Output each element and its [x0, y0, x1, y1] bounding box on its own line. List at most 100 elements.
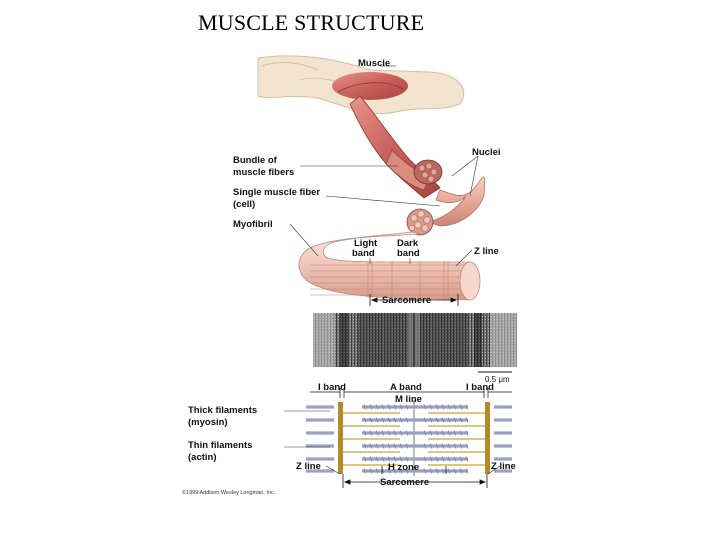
myosin-head	[375, 443, 379, 449]
myosin-head	[405, 430, 409, 436]
myosin-head	[387, 404, 391, 410]
myosin-head	[369, 468, 373, 474]
myosin-head	[453, 404, 457, 410]
myosin-head	[399, 430, 403, 436]
myosin-head	[387, 417, 391, 423]
label-single-fiber-line1: Single muscle fiber	[233, 187, 320, 198]
label-dark-band-line2: band	[397, 248, 420, 259]
myosin-head	[447, 404, 451, 410]
myosin-head	[447, 430, 451, 436]
myosin-head	[441, 404, 445, 410]
myosin-head	[423, 456, 427, 462]
myosin-head	[423, 443, 427, 449]
myosin-head	[393, 430, 397, 436]
myosin-head	[369, 430, 373, 436]
single-muscle-fiber	[426, 176, 486, 227]
myosin-head	[369, 417, 373, 423]
myosin-head	[441, 468, 445, 474]
arm-illustration	[257, 55, 465, 115]
myosin-head	[381, 430, 385, 436]
label-z-line-left: Z line	[296, 461, 321, 472]
electron-micrograph	[313, 313, 517, 367]
myosin-head	[453, 443, 457, 449]
myosin-head	[393, 404, 397, 410]
myosin-head	[375, 468, 379, 474]
slide-title: MUSCLE STRUCTURE	[198, 10, 425, 35]
myosin-head	[375, 456, 379, 462]
label-bundle-line2: muscle fibers	[233, 167, 294, 178]
myosin-head	[405, 443, 409, 449]
myosin-head	[429, 430, 433, 436]
myosin-head	[405, 468, 409, 474]
fiber-bundle	[385, 149, 443, 191]
myosin-head	[465, 417, 469, 423]
label-single-fiber-line2: (cell)	[233, 199, 255, 210]
copyright-credit: ©1999 Addison Wesley Longman, Inc.	[182, 489, 276, 496]
myosin-head	[399, 443, 403, 449]
myosin-head	[423, 430, 427, 436]
myosin-head	[435, 430, 439, 436]
myofibril-end	[459, 261, 481, 301]
myosin-head	[381, 417, 385, 423]
myofibril-bundle	[406, 208, 434, 236]
myosin-head	[399, 404, 403, 410]
myosin-head	[381, 443, 385, 449]
myosin-head	[459, 456, 463, 462]
myosin-head	[405, 456, 409, 462]
label-bundle-line1: Bundle of	[233, 155, 278, 166]
myosin-head	[393, 443, 397, 449]
myosin-head	[429, 456, 433, 462]
label-dark-band-line1: Dark	[397, 238, 419, 249]
myosin-head	[429, 468, 433, 474]
myosin-head	[369, 456, 373, 462]
myosin-head	[459, 468, 463, 474]
myosin-head	[405, 417, 409, 423]
myosin-head	[363, 443, 367, 449]
label-m-line: M line	[395, 394, 422, 405]
myosin-head	[369, 404, 373, 410]
myosin-head	[387, 468, 391, 474]
myosin-head	[375, 417, 379, 423]
myofibril-bands	[367, 262, 449, 298]
myosin-head	[447, 456, 451, 462]
label-sarcomere-top: Sarcomere	[382, 295, 431, 306]
myosin-head	[453, 468, 457, 474]
myosin-head	[393, 456, 397, 462]
myosin-head	[393, 468, 397, 474]
myosin-head	[399, 468, 403, 474]
myosin-head	[465, 468, 469, 474]
label-nuclei: Nuclei	[472, 147, 501, 158]
label-i-band-left: I band	[318, 382, 346, 393]
myosin-head	[363, 468, 367, 474]
myosin-head	[423, 468, 427, 474]
myosin-head	[453, 456, 457, 462]
leader-lines	[284, 65, 501, 475]
myosin-head	[429, 443, 433, 449]
label-thin-filaments-line2: (actin)	[188, 452, 217, 463]
myosin-head	[453, 430, 457, 436]
myosin-head	[375, 430, 379, 436]
myosin-head	[423, 417, 427, 423]
myosin-head	[435, 404, 439, 410]
sarcomere-schematic	[306, 388, 512, 476]
myosin-head	[441, 456, 445, 462]
myosin-head	[465, 430, 469, 436]
myosin-head	[387, 430, 391, 436]
sarcomere-bracket-top	[369, 294, 459, 306]
myosin-head	[381, 456, 385, 462]
label-scale: 0.5 μm	[485, 375, 510, 384]
myosin-head	[465, 404, 469, 410]
myosin-head	[429, 404, 433, 410]
label-thick-filaments-line1: Thick filaments	[188, 405, 257, 416]
myosin-head	[387, 443, 391, 449]
myosin-head	[423, 404, 427, 410]
myosin-head	[405, 404, 409, 410]
myosin-head	[447, 417, 451, 423]
myosin-head	[387, 456, 391, 462]
myosin-head	[375, 404, 379, 410]
myosin-head	[435, 443, 439, 449]
myosin-head	[447, 468, 451, 474]
myosin-head	[441, 417, 445, 423]
label-thin-filaments-line1: Thin filaments	[188, 440, 252, 451]
